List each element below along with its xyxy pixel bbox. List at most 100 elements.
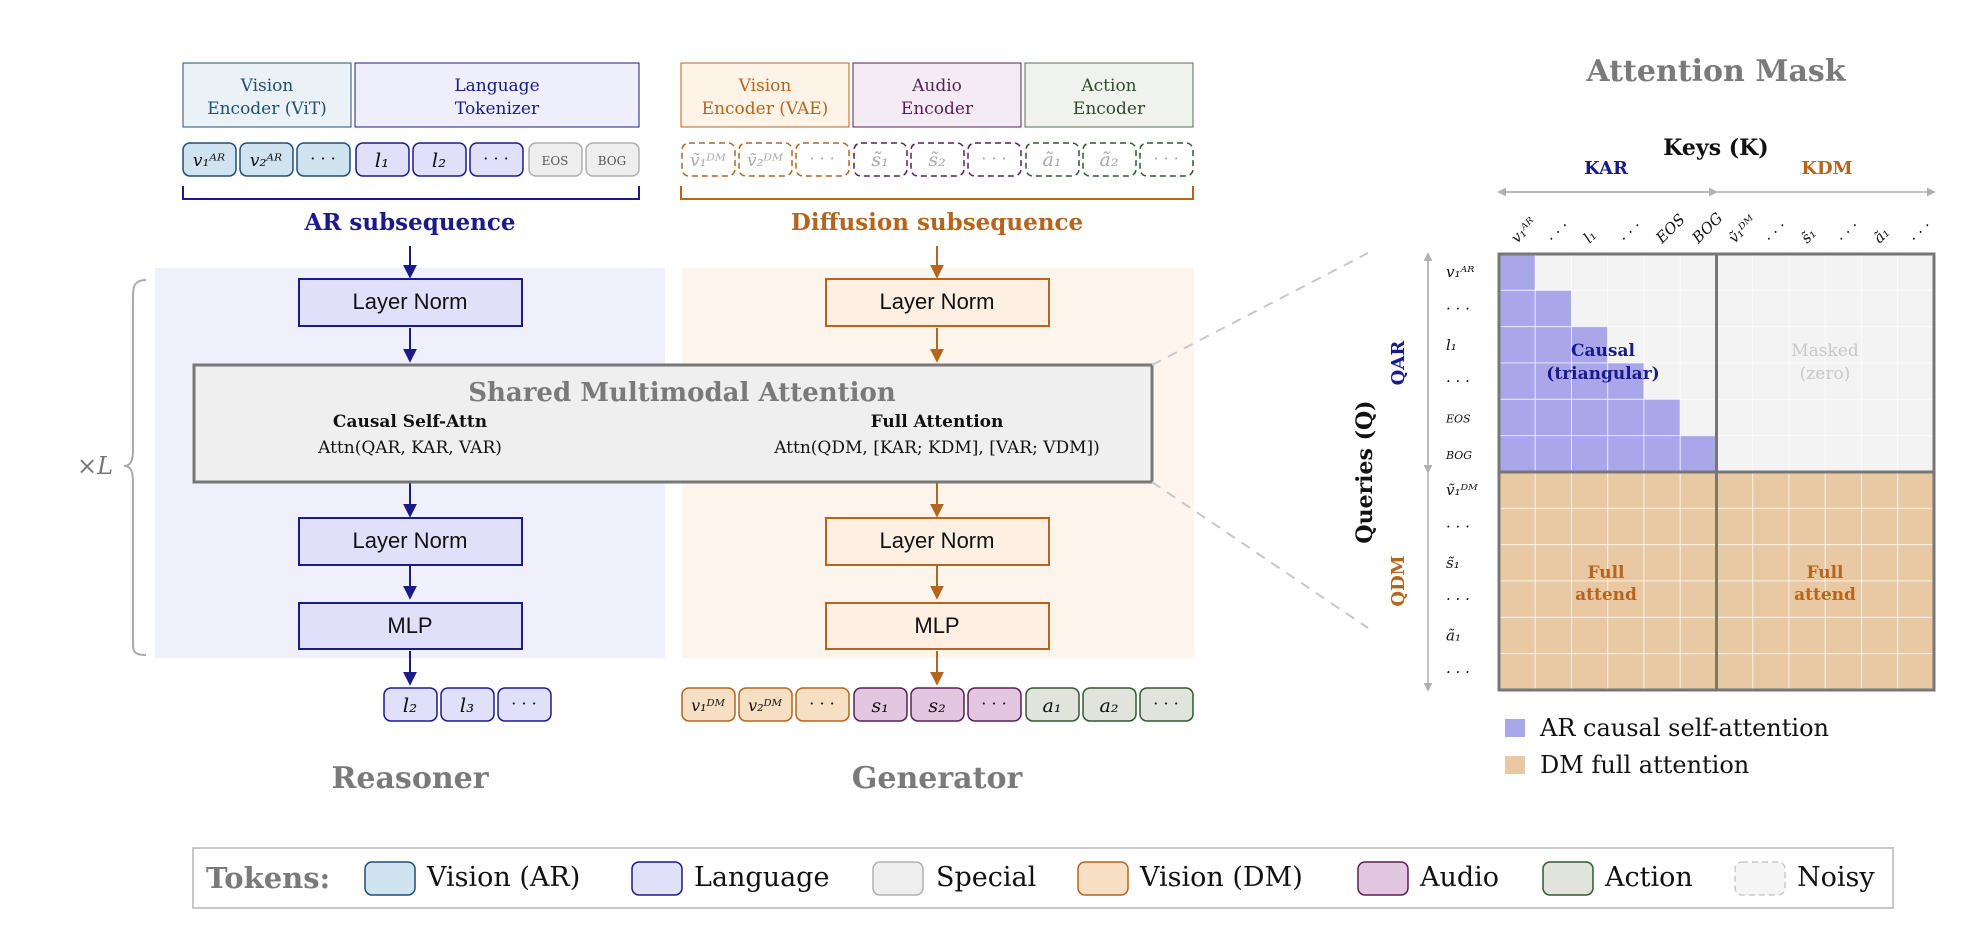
connector-line-bottom (1151, 481, 1369, 629)
masked-label-line2: (zero) (1800, 364, 1851, 384)
shared-multimodal-attention: Shared Multimodal Attention Causal Self-… (192, 363, 1154, 484)
mask-cell (1716, 289, 1754, 328)
generator-output-label: v₂ᴰᴹ (748, 696, 783, 715)
reasoner-label: Reasoner (331, 761, 489, 796)
mask-cell (1752, 507, 1790, 546)
q-dm-label: QDM (1388, 555, 1409, 606)
query-tick-label: · · · (1446, 663, 1470, 681)
mask-cell (1716, 253, 1754, 291)
mask-cell (1788, 326, 1826, 364)
k-dm-label: KDM (1801, 158, 1852, 179)
svg-text:MLP: MLP (387, 613, 432, 638)
mask-cell (1643, 580, 1681, 618)
encoder-vision-vit-line2: Encoder (ViT) (207, 99, 327, 119)
legend-label-vision-ar: Vision (AR) (426, 862, 580, 893)
key-tick-label: · · · (1543, 217, 1573, 247)
key-tick-label: · · · (1761, 217, 1791, 247)
generator-output-box (681, 687, 736, 722)
shared-attention-title: Shared Multimodal Attention (468, 378, 896, 408)
attention-mask: Attention Mask Keys (K) KAR KDM Queries … (1352, 54, 1936, 779)
mask-cell (1861, 653, 1899, 691)
generator-output-label: v₁ᴰᴹ (691, 696, 726, 715)
mask-cell (1679, 289, 1717, 328)
mask-cell (1498, 616, 1536, 655)
legend-dm-text: DM full attention (1540, 751, 1749, 779)
mask-cell (1498, 398, 1536, 437)
query-tick-label: · · · (1446, 590, 1470, 608)
generator-output-box (853, 687, 908, 722)
mask-cell (1788, 471, 1826, 509)
generator-output-label: · · · (981, 694, 1006, 713)
mask-cell (1897, 398, 1935, 437)
ar-token-label: · · · (483, 149, 508, 168)
key-tick-label: BOG (1688, 209, 1727, 248)
mask-cell (1607, 507, 1645, 546)
mask-cell (1788, 544, 1826, 582)
mask-cell (1752, 289, 1790, 328)
mask-cell (1534, 471, 1572, 509)
mask-cell (1897, 653, 1935, 691)
causal-label-line2: (triangular) (1546, 364, 1659, 384)
mask-cell (1897, 580, 1935, 618)
mask-cell (1534, 580, 1572, 618)
mask-cell (1788, 253, 1826, 291)
generator-output-box (967, 687, 1022, 722)
legend-swatch-audio (1357, 861, 1409, 896)
dm-token-box (738, 142, 793, 177)
legend-swatch-noisy (1734, 861, 1786, 896)
mask-cell (1861, 253, 1899, 291)
dm-token-label: · · · (1153, 149, 1178, 168)
generator-output-box (1025, 687, 1080, 722)
mask-cell (1788, 616, 1826, 655)
reasoner-output-label: · · · (511, 694, 536, 713)
encoder-language-tokenizer: Language Tokenizer (354, 62, 640, 128)
mask-cell (1752, 326, 1790, 364)
ar-token-row: v₁ᴬᴿ v₂ᴬᴿ · · · l₁ l₂ · · · EOS BOG (182, 142, 640, 177)
k-ar-label: KAR (1584, 158, 1629, 179)
encoder-action: Action Encoder (1024, 62, 1194, 128)
mask-cell (1824, 507, 1862, 546)
mask-cell (1716, 326, 1754, 364)
tokens-legend: Tokens: Vision (AR) Language Special Vis… (192, 847, 1894, 909)
full-heading: Full Attention (871, 412, 1004, 432)
generator-output-row: v₁ᴰᴹ v₂ᴰᴹ · · · s₁ s₂ · · · a₁ a₂ · · · (681, 687, 1194, 722)
mask-cell (1534, 289, 1572, 328)
mask-cell (1716, 507, 1754, 546)
encoder-vision-vae-line2: Encoder (VAE) (702, 99, 829, 119)
mask-cell (1607, 398, 1645, 437)
dm-layer-norm-2: Layer Norm (825, 517, 1050, 566)
mask-cell (1897, 289, 1935, 328)
key-tick-label: v₁ᴬᴿ (1507, 214, 1540, 247)
mask-cell (1861, 507, 1899, 546)
query-tick-label: ṽ₁ᴰᴹ (1446, 481, 1478, 499)
mask-cell (1534, 362, 1572, 400)
mask-cell (1824, 435, 1862, 473)
mask-cell (1607, 253, 1645, 291)
dm-token-label: · · · (809, 149, 834, 168)
ar-token-box (182, 142, 237, 177)
svg-text:Layer Norm: Layer Norm (880, 289, 995, 314)
mask-cell (1534, 544, 1572, 582)
query-tick-label: EOS (1445, 413, 1471, 426)
mask-cell (1679, 507, 1717, 546)
ar-token-label: · · · (310, 149, 335, 168)
mask-cell (1679, 580, 1717, 618)
mask-cell (1571, 289, 1609, 328)
mask-cell (1788, 507, 1826, 546)
mask-cell (1824, 398, 1862, 437)
mask-cell (1861, 326, 1899, 364)
diffusion-subsequence-label: Diffusion subsequence (791, 209, 1083, 236)
generator-output-box (910, 687, 965, 722)
query-tick-label: ã₁ (1446, 627, 1461, 645)
mask-cell (1679, 616, 1717, 655)
svg-text:MLP: MLP (914, 613, 959, 638)
generator-output-box (1139, 687, 1194, 722)
dm-token-box (910, 142, 965, 177)
mask-cell (1897, 616, 1935, 655)
full-formula: Attn(QDM, [KAR; KDM], [VAR; VDM]) (773, 438, 1100, 458)
mask-cell (1534, 326, 1572, 364)
generator-output-label: s₁ (871, 695, 888, 717)
mask-grid (1497, 252, 1936, 692)
mask-cell (1607, 653, 1645, 691)
